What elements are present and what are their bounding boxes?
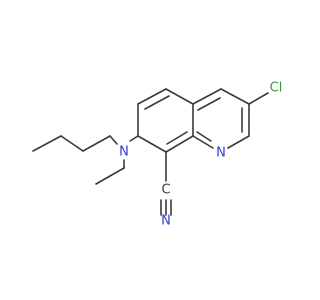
bond — [196, 131, 212, 142]
bond — [109, 135, 118, 145]
bond — [60, 135, 84, 152]
bond — [227, 135, 250, 149]
amine-nitrogen-label: N — [119, 145, 129, 160]
nitrile-carbon-label: C — [161, 183, 170, 198]
bond — [95, 167, 125, 185]
bond — [220, 88, 250, 105]
chemical-structure: N N Cl C N — [32, 81, 283, 229]
bond — [32, 135, 62, 152]
bond — [197, 97, 221, 111]
bond — [248, 92, 269, 105]
ring-nitrogen-label: N — [216, 146, 226, 161]
bond — [137, 88, 167, 105]
bond — [82, 135, 111, 152]
bond — [144, 95, 170, 110]
bond — [165, 135, 194, 153]
nitrile-nitrogen-label: N — [161, 214, 171, 229]
bond — [166, 131, 188, 145]
bond — [192, 88, 222, 105]
bond — [129, 135, 139, 142]
bond — [192, 135, 214, 149]
chlorine-label: Cl — [270, 81, 283, 96]
bond — [165, 88, 194, 105]
bond — [137, 135, 167, 153]
